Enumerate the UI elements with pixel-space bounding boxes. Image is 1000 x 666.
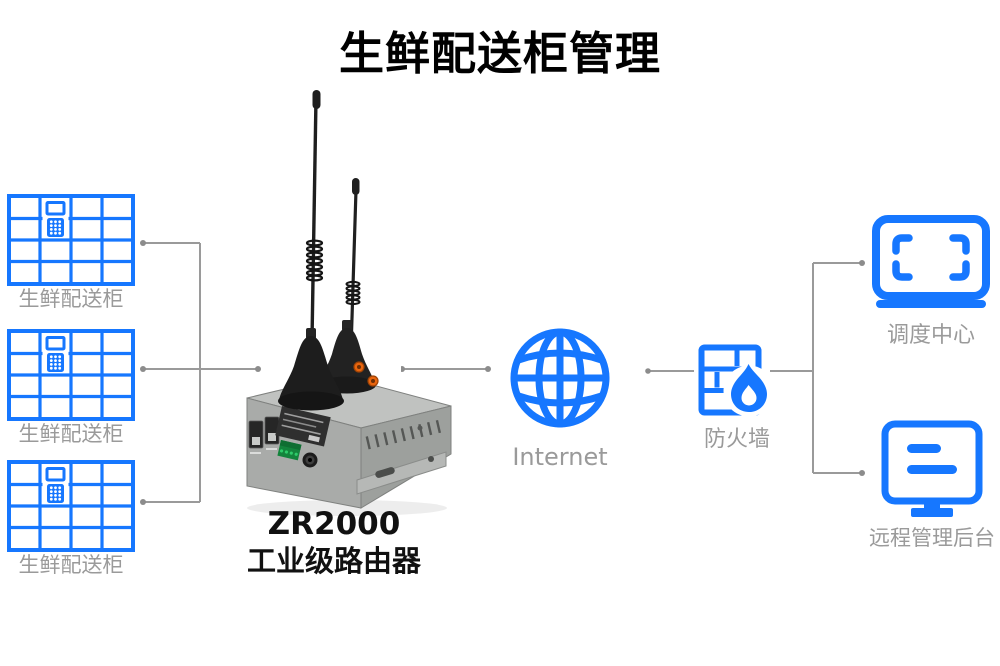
router-antenna-left bbox=[278, 90, 344, 411]
flame-inner-cutout bbox=[741, 385, 757, 406]
router-screw bbox=[417, 425, 423, 431]
dispatch-center-label: 调度中心 bbox=[886, 323, 975, 348]
page-title: 生鲜配送柜管理 bbox=[338, 27, 661, 80]
router-label-plate bbox=[275, 406, 331, 447]
router-sma-connectors bbox=[353, 361, 379, 387]
monitor-scan-icon bbox=[872, 215, 990, 308]
router-mounting-flange bbox=[356, 451, 447, 495]
cabinet-node-2: 生鲜配送柜 bbox=[7, 329, 135, 446]
remote-admin-node: 远程管理后台 bbox=[867, 420, 997, 552]
firewall-icon bbox=[698, 344, 775, 417]
router-model: ZR2000 bbox=[267, 506, 401, 542]
cabinet-node-1: 生鲜配送柜 bbox=[7, 194, 135, 311]
router-caption: ZR2000 工业级路由器 bbox=[194, 506, 474, 580]
internet-node: Internet bbox=[505, 323, 615, 471]
locker-grid-icon bbox=[7, 194, 135, 286]
locker-display bbox=[45, 201, 66, 216]
globe-icon bbox=[510, 328, 610, 428]
locker-display bbox=[45, 336, 66, 351]
router-type: 工业级路由器 bbox=[246, 544, 421, 578]
firewall-node: 防火墙 bbox=[697, 343, 777, 453]
connector-endpoint-dots bbox=[140, 240, 865, 505]
locker-display bbox=[45, 467, 66, 482]
cabinet-node-3: 生鲜配送柜 bbox=[7, 460, 135, 577]
monitor-text-icon bbox=[881, 420, 983, 517]
router-image bbox=[246, 88, 452, 518]
firewall-label: 防火墙 bbox=[703, 427, 770, 452]
cabinet-label: 生鲜配送柜 bbox=[18, 287, 124, 311]
cabinet-label: 生鲜配送柜 bbox=[18, 553, 124, 577]
locker-grid-icon bbox=[7, 329, 135, 421]
locker-grid-icon bbox=[7, 460, 135, 552]
dispatch-center-node: 调度中心 bbox=[869, 214, 993, 349]
internet-label: Internet bbox=[512, 443, 608, 471]
remote-admin-label: 远程管理后台 bbox=[869, 526, 995, 550]
router-terminal-block bbox=[277, 440, 302, 461]
router-dc-jack bbox=[302, 452, 318, 468]
router-ethernet-ports bbox=[248, 416, 280, 454]
cabinet-label: 生鲜配送柜 bbox=[18, 422, 124, 446]
